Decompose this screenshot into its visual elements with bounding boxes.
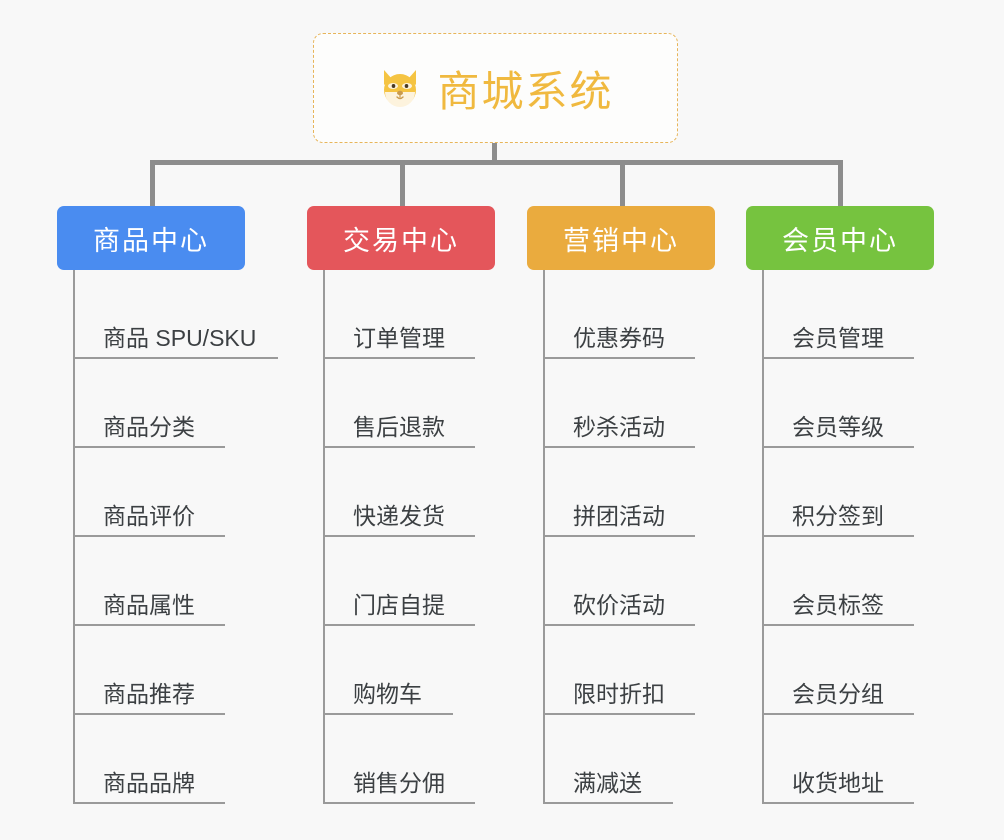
leaf-item-underline [73,624,225,626]
leaf-item-label: 商品品牌 [103,770,195,796]
root-node[interactable]: 商城系统 [313,33,678,143]
leaf-item[interactable]: 订单管理 [307,270,495,359]
leaf-item[interactable]: 商品分类 [57,359,256,448]
leaf-item-label: 限时折扣 [573,681,665,707]
connector-drop-3 [620,160,625,206]
leaf-item-underline [762,446,914,448]
column-items-2: 订单管理售后退款快递发货门店自提购物车销售分佣 [307,270,495,804]
leaf-item[interactable]: 会员标签 [746,537,934,626]
connector-stem [492,143,497,165]
leaf-item-label: 会员分组 [792,681,884,707]
leaf-item-underline [762,535,914,537]
leaf-item-label: 会员标签 [792,592,884,618]
leaf-item[interactable]: 优惠券码 [527,270,715,359]
leaf-item-label: 商品分类 [103,414,195,440]
leaf-item-underline [762,802,914,804]
leaf-item[interactable]: 秒杀活动 [527,359,715,448]
leaf-item[interactable]: 限时折扣 [527,626,715,715]
leaf-item-label: 收货地址 [792,770,884,796]
leaf-item-underline [762,713,914,715]
leaf-item-underline [543,624,695,626]
column-1: 商品中心商品 SPU/SKU 商品分类商品评价商品属性商品推荐商品品牌 [57,206,278,804]
column-items-4: 会员管理会员等级积分签到会员标签会员分组收货地址 [746,270,934,804]
leaf-item-underline [323,802,475,804]
leaf-item[interactable]: 售后退款 [307,359,495,448]
column-header-2[interactable]: 交易中心 [307,206,495,270]
leaf-item-label: 积分签到 [792,503,884,529]
leaf-item-label: 会员管理 [792,325,884,351]
leaf-item-underline [323,713,453,715]
leaf-item-underline [323,624,475,626]
leaf-item-label: 销售分佣 [353,770,445,796]
leaf-item-underline [762,624,914,626]
leaf-item-label: 订单管理 [353,325,445,351]
root-title: 商城系统 [437,67,614,115]
leaf-item-underline [543,802,673,804]
leaf-item[interactable]: 商品评价 [57,448,256,537]
leaf-item-label: 商品评价 [103,503,195,529]
column-header-4[interactable]: 会员中心 [746,206,934,270]
shiba-dog-face-icon [377,65,423,111]
leaf-item[interactable]: 收货地址 [746,715,934,804]
leaf-item-underline [73,446,225,448]
leaf-item-label: 快递发货 [353,503,445,529]
column-items-3: 优惠券码秒杀活动拼团活动砍价活动限时折扣满减送 [527,270,715,804]
column-header-3[interactable]: 营销中心 [527,206,715,270]
leaf-item-label: 购物车 [353,681,422,707]
column-trunk-3 [543,270,545,804]
leaf-item[interactable]: 拼团活动 [527,448,715,537]
column-header-1[interactable]: 商品中心 [57,206,245,270]
leaf-item-label: 拼团活动 [573,503,665,529]
connector-drop-4 [838,160,843,206]
leaf-item-label: 优惠券码 [573,325,665,351]
leaf-item-underline [73,357,278,359]
column-3: 营销中心优惠券码秒杀活动拼团活动砍价活动限时折扣满减送 [527,206,715,804]
leaf-item-label: 商品推荐 [103,681,195,707]
leaf-item[interactable]: 购物车 [307,626,495,715]
leaf-item-underline [543,446,695,448]
leaf-item-label: 满减送 [573,770,642,796]
leaf-item-underline [543,535,695,537]
leaf-item[interactable]: 会员等级 [746,359,934,448]
leaf-item-label: 售后退款 [353,414,445,440]
leaf-item[interactable]: 满减送 [527,715,715,804]
leaf-item[interactable]: 商品品牌 [57,715,256,804]
leaf-item[interactable]: 销售分佣 [307,715,495,804]
leaf-item-underline [543,357,695,359]
column-4: 会员中心会员管理会员等级积分签到会员标签会员分组收货地址 [746,206,934,804]
leaf-item-underline [543,713,695,715]
column-2: 交易中心订单管理售后退款快递发货门店自提购物车销售分佣 [307,206,495,804]
leaf-item-underline [323,446,475,448]
leaf-item-label: 商品 SPU/SKU [103,325,257,351]
leaf-item[interactable]: 快递发货 [307,448,495,537]
leaf-item[interactable]: 砍价活动 [527,537,715,626]
leaf-item-label: 商品属性 [103,592,195,618]
leaf-item[interactable]: 商品推荐 [57,626,256,715]
column-trunk-2 [323,270,325,804]
connector-drop-2 [400,160,405,206]
leaf-item[interactable]: 积分签到 [746,448,934,537]
leaf-item-underline [323,357,475,359]
leaf-item-underline [73,535,225,537]
leaf-item-underline [73,802,225,804]
column-trunk-4 [762,270,764,804]
leaf-item[interactable]: 会员管理 [746,270,934,359]
column-trunk-1 [73,270,75,804]
connector-drop-1 [150,160,155,206]
leaf-item-label: 秒杀活动 [573,414,665,440]
leaf-item-underline [762,357,914,359]
leaf-item-label: 砍价活动 [573,592,665,618]
leaf-item[interactable]: 商品 SPU/SKU [57,270,278,359]
leaf-item[interactable]: 会员分组 [746,626,934,715]
leaf-item-label: 门店自提 [353,592,445,618]
leaf-item[interactable]: 门店自提 [307,537,495,626]
leaf-item-label: 会员等级 [792,414,884,440]
leaf-item-underline [73,713,225,715]
column-items-1: 商品 SPU/SKU 商品分类商品评价商品属性商品推荐商品品牌 [57,270,278,804]
connector-bus [150,160,839,165]
leaf-item-underline [323,535,475,537]
leaf-item[interactable]: 商品属性 [57,537,256,626]
